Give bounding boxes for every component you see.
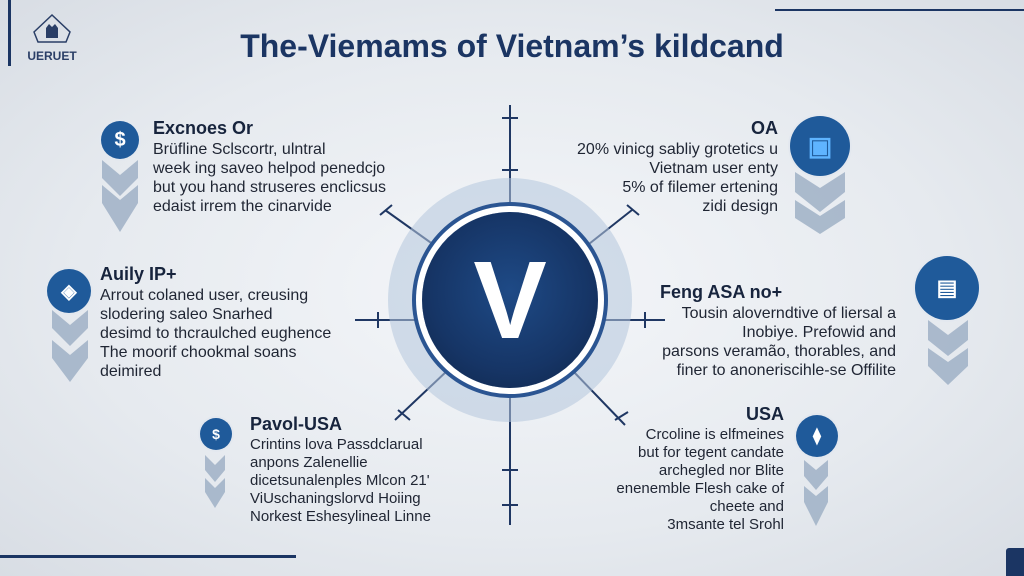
card-line: 20% vinicg sabliy grotetics u	[577, 141, 778, 158]
card-feng: Feng ASA no+ Tousin aloverndtive of lier…	[660, 282, 896, 380]
cube-icon: ◈	[47, 269, 91, 313]
card-line: deimired	[100, 363, 162, 380]
hub-letter: V	[473, 238, 547, 362]
card-line: archegled nor Blite	[658, 462, 784, 479]
card-title: OA	[751, 118, 778, 138]
card-line: but you hand struseres enclicsus	[153, 179, 387, 196]
card-exchanges: Excnoes Or Brüfline Sclscortr, ulntral w…	[153, 118, 386, 216]
card-title: Auily IP+	[100, 264, 177, 284]
card-title: Excnoes Or	[153, 118, 254, 138]
spoke-top-left	[384, 209, 449, 256]
spoke-bottom-left	[394, 369, 449, 421]
link-icon: ⧫	[796, 415, 838, 457]
server-icon: ▣	[790, 116, 850, 176]
card-line: Arrout colaned user, creusing	[100, 287, 309, 304]
frame-line-top-right	[775, 9, 1024, 11]
card-line: Brüfline Sclscortr, ulntral	[153, 141, 326, 158]
card-title: USA	[745, 404, 784, 424]
card-line: cheete and	[709, 498, 784, 515]
card-oa: OA 20% vinicg sabliy grotetics u Vietnam…	[577, 118, 778, 216]
frame-line-bottom-left	[0, 555, 296, 558]
chevron-arrow-1	[102, 160, 138, 232]
card-line: parsons veramão, thorables, and	[662, 343, 896, 360]
card-title: Feng ASA no+	[660, 282, 783, 302]
frame-line-top-left	[8, 0, 11, 66]
logo: UERUET	[22, 12, 82, 63]
dollar-icon: $	[101, 121, 139, 159]
spoke-bottom-right	[571, 369, 626, 426]
coin-icon: $	[200, 418, 232, 450]
card-auily: Auily IP+ Arrout colaned user, creusing …	[100, 264, 331, 381]
chevron-arrow-2	[52, 310, 88, 382]
card-line: Vietnam user enty	[649, 160, 778, 177]
card-line: Crcoline is elfmeines	[645, 426, 784, 443]
card-line: week ing saveo helpod penedcjo	[153, 160, 386, 177]
card-line: edaist irrem the cinarvide	[153, 198, 332, 215]
corner-block	[1006, 548, 1024, 576]
card-line: The moorif chookmal soans	[100, 344, 297, 361]
card-usa: USA Crcoline is elfmeines but for tegent…	[616, 404, 784, 534]
card-line: 5% of filemer ertening	[622, 179, 778, 196]
page-title: The-Viemams of Vietnam’s kildcand	[240, 28, 784, 64]
chevron-arrow-4	[928, 320, 968, 385]
card-line: Tousin aloverndtive of liersal a	[681, 305, 896, 322]
card-line: desimd to thcraulched eughence	[100, 325, 332, 342]
card-line: but for tegent candate	[638, 444, 784, 461]
spoke-top-right	[574, 209, 633, 256]
card-line: finer to anoneriscihle-se Offilite	[676, 362, 896, 379]
chevron-arrow-6	[804, 460, 828, 526]
card-line: ViUschaningslorvd Hoiing	[250, 490, 421, 507]
card-line: Inobiye. Prefowid and	[742, 324, 896, 341]
card-line: Crintins lova Passdclarual	[250, 436, 423, 453]
card-line: zidi design	[702, 198, 778, 215]
card-line: 3msante tel Srohl	[667, 516, 784, 533]
document-icon: ▤	[915, 256, 979, 320]
card-line: dicetsunalenples Mlcon 21'	[250, 472, 430, 489]
chevron-arrow-3	[795, 172, 845, 234]
card-pavol-usa: Pavol-USA Crintins lova Passdclarual anp…	[250, 414, 431, 526]
crown-emblem-icon	[33, 13, 71, 43]
card-line: enenemble Flesh cake of	[616, 480, 784, 497]
logo-text: UERUET	[27, 49, 77, 63]
card-line: Norkest Eshesylineal Linne	[250, 508, 431, 525]
card-line: anpons Zalenellie	[250, 454, 368, 471]
chevron-arrow-5	[205, 455, 225, 508]
card-title: Pavol-USA	[250, 414, 343, 434]
hub-circle: V	[422, 212, 598, 388]
card-line: slodering saleo Snarhed	[100, 306, 273, 323]
